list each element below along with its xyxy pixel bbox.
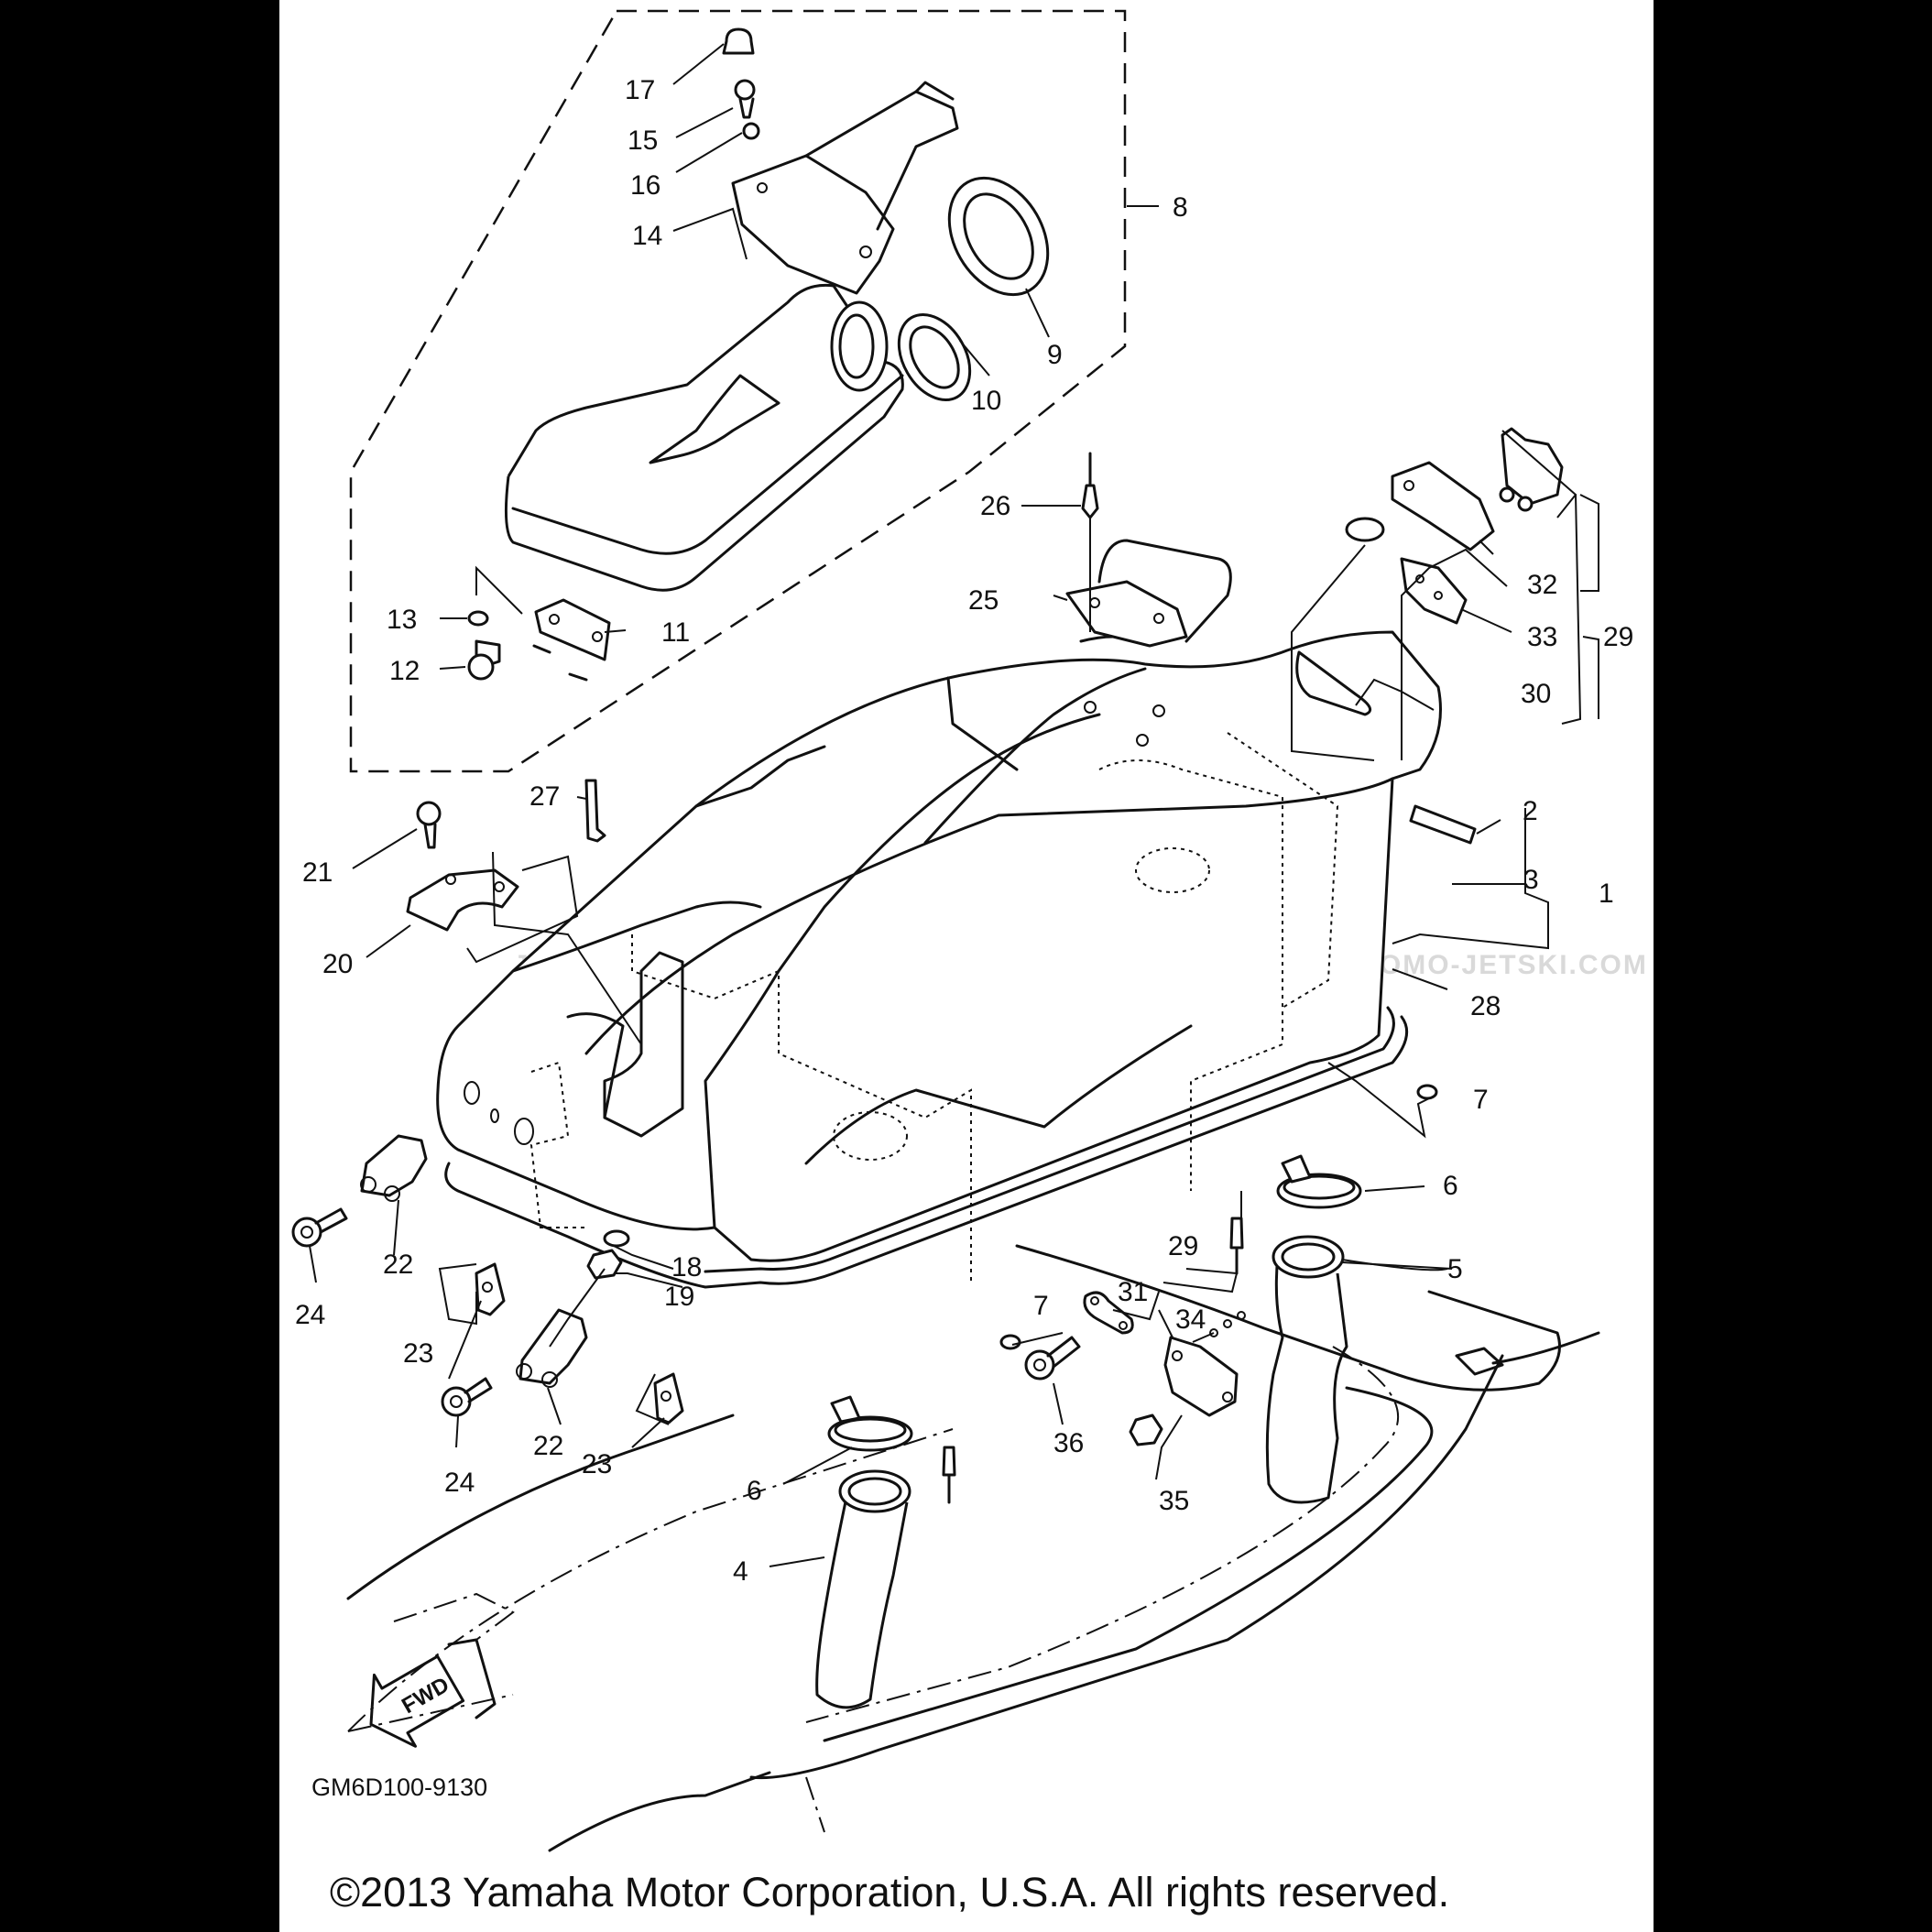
seal-ring-part-9 — [947, 176, 1050, 297]
callout-6-upper: 6 — [1443, 1171, 1458, 1201]
latch-part-32 — [1391, 461, 1495, 551]
plate-part-34 — [1163, 1311, 1246, 1417]
callout-31: 31 — [1118, 1277, 1148, 1307]
callout-19: 19 — [664, 1282, 694, 1312]
callout-17: 17 — [625, 75, 655, 105]
callout-12: 12 — [389, 656, 420, 686]
callout-23-right: 23 — [582, 1449, 612, 1479]
callout-34: 34 — [1175, 1304, 1206, 1335]
storage-box-part — [504, 283, 904, 592]
grommet-part-2 — [1295, 650, 1372, 716]
callout-16: 16 — [630, 170, 660, 201]
callout-22-upper: 22 — [383, 1250, 413, 1280]
seal-part-28-inner — [704, 1006, 1395, 1273]
bracket-part-22-upper — [360, 1134, 428, 1202]
washer-part-7-lower — [999, 1334, 1021, 1350]
callout-29-lower: 29 — [1168, 1231, 1198, 1261]
hull-front-detail — [464, 951, 684, 1145]
callout-22-lower: 22 — [533, 1431, 563, 1461]
callout-35: 35 — [1159, 1486, 1189, 1516]
callout-11: 11 — [661, 617, 690, 648]
nut-part-19 — [586, 1249, 623, 1280]
gasket-part-31 — [1083, 1291, 1134, 1335]
callout-6-lower: 6 — [747, 1476, 762, 1506]
bracket-part-22-lower — [516, 1308, 588, 1388]
pad-part-3 — [1409, 804, 1477, 845]
cap-part-17 — [722, 27, 755, 55]
bolt-part-24-upper — [291, 1207, 348, 1248]
callout-3: 3 — [1523, 865, 1539, 895]
copyright-notice: ©2013 Yamaha Motor Corporation, U.S.A. A… — [330, 1869, 1450, 1916]
hidden-outline-right — [1227, 732, 1339, 1009]
callout-5: 5 — [1447, 1254, 1463, 1284]
callout-10: 10 — [971, 386, 1001, 416]
callout-24-upper: 24 — [295, 1300, 325, 1330]
washer-part-13 — [467, 610, 489, 627]
callout-36: 36 — [1053, 1428, 1084, 1458]
hidden-opening-rear — [1135, 847, 1210, 893]
callout-7-lower: 7 — [1033, 1291, 1049, 1321]
hinge-part-11 — [532, 598, 611, 682]
callout-21: 21 — [302, 857, 333, 888]
callout-20: 20 — [322, 949, 353, 979]
cover-plate-part-14 — [731, 81, 959, 295]
screw-part-15 — [734, 79, 756, 119]
seal-part-28 — [444, 1015, 1409, 1289]
hose-part-5 — [1265, 1235, 1348, 1504]
callout-8: 8 — [1173, 192, 1188, 223]
cover-part-20 — [406, 868, 519, 932]
seat-hull-part-1 — [436, 630, 1442, 1262]
nut-part-12 — [467, 639, 501, 681]
callout-32: 32 — [1527, 570, 1557, 600]
hidden-outline-left — [631, 934, 972, 1283]
pin-part-front — [942, 1446, 956, 1504]
callout-26: 26 — [980, 491, 1010, 521]
bolt-part-36 — [1024, 1336, 1081, 1381]
callout-1: 1 — [1599, 879, 1614, 909]
callout-30: 30 — [1521, 679, 1551, 709]
callout-23-left: 23 — [403, 1338, 433, 1369]
gasket-part-29 — [1345, 517, 1385, 542]
hose-part-4 — [815, 1469, 911, 1709]
nut-part-35 — [1129, 1414, 1163, 1446]
callout-15: 15 — [628, 126, 658, 156]
callout-18: 18 — [671, 1252, 702, 1283]
callout-33: 33 — [1527, 622, 1557, 652]
clamp-part-6-upper — [1276, 1154, 1362, 1209]
callout-25: 25 — [968, 585, 999, 616]
pin-part-rear — [1229, 1191, 1244, 1275]
clamp-part-6-lower — [827, 1395, 913, 1452]
callout-7-upper: 7 — [1473, 1085, 1489, 1115]
callout-9: 9 — [1047, 340, 1063, 370]
plate-part-23-left — [475, 1262, 506, 1316]
bolt-part-24-lower — [441, 1377, 493, 1417]
washer-part-18 — [603, 1229, 630, 1248]
plate-part-30 — [1400, 557, 1468, 625]
screw-part-21 — [416, 801, 442, 849]
callout-28: 28 — [1470, 991, 1501, 1021]
handle-part-25 — [1065, 539, 1232, 648]
callout-13: 13 — [387, 605, 417, 635]
callout-14: 14 — [632, 221, 662, 251]
callout-27: 27 — [529, 781, 560, 812]
forward-direction-arrow-icon: FWD — [369, 1654, 465, 1748]
callout-29-right: 29 — [1603, 622, 1633, 652]
callout-2: 2 — [1523, 796, 1538, 826]
washer-part-16 — [742, 122, 760, 140]
bracket-part-33 — [1499, 427, 1564, 512]
callout-4: 4 — [733, 1556, 748, 1587]
diagram-code: GM6D100-9130 — [311, 1774, 487, 1801]
callout-labels: 1 2 3 4 5 6 6 7 7 8 9 10 11 12 13 14 15 … — [295, 75, 1633, 1587]
rivet-part-27 — [584, 779, 606, 843]
callout-24-lower: 24 — [444, 1468, 475, 1498]
leader-lines — [309, 43, 1599, 1567]
assembly-outline-8 — [349, 9, 1127, 773]
hidden-opening-front — [833, 1111, 908, 1161]
plate-part-23-right — [653, 1372, 684, 1424]
pin-part-26 — [1081, 452, 1099, 519]
deck-outline — [346, 1244, 1600, 1852]
